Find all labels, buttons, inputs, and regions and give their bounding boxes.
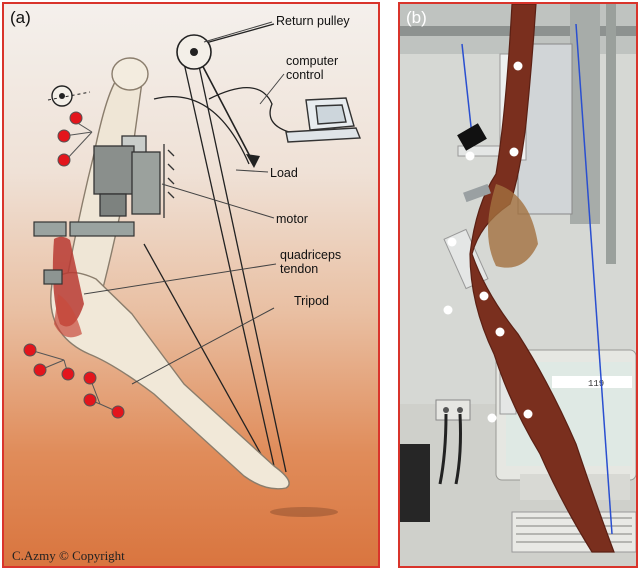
hip-pulley-icon [48, 86, 90, 106]
cables [144, 24, 289, 474]
ground-shadow [270, 507, 338, 517]
upper-clamp [34, 222, 134, 236]
motor-assembly [94, 136, 174, 218]
wall-socket [436, 400, 470, 420]
computer-control-label-line2: control [286, 68, 324, 82]
quadriceps-label-line1: quadriceps [280, 248, 341, 262]
tripod-label: Tripod [294, 294, 329, 308]
photo-panel: 119 [398, 2, 638, 568]
black-device [400, 444, 430, 522]
schematic-drawing [4, 4, 378, 566]
quadriceps-label-line2: tendon [280, 262, 318, 276]
vertical-column [570, 4, 600, 224]
computer-control-label-line1: computer [286, 54, 338, 68]
femur-markers [58, 112, 92, 166]
motor-label: motor [276, 212, 308, 226]
computer-icon [286, 98, 360, 142]
copyright-credit: C.Azmy © Copyright [12, 548, 125, 564]
return-pulley-icon [177, 35, 211, 69]
load-label: Load [270, 166, 298, 180]
femoral-head [112, 58, 148, 90]
lower-clamp [44, 270, 62, 284]
panel-b-label: (b) [406, 8, 427, 28]
return-pulley-label: Return pulley [276, 14, 350, 28]
vertical-post [606, 4, 616, 264]
schematic-panel: (a) Return pulley computer control Load … [2, 2, 380, 568]
specimen-photo: 119 [400, 4, 636, 566]
panel-a-label: (a) [10, 8, 31, 28]
